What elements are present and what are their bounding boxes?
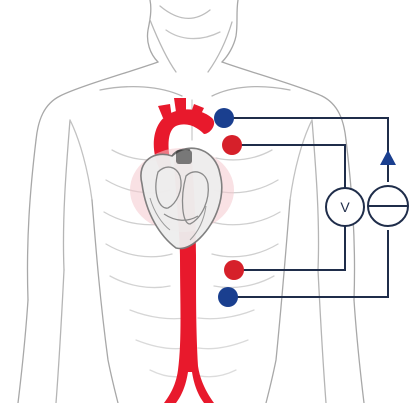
aorta (154, 98, 214, 403)
current-direction-arrow (380, 150, 396, 165)
voltmeter-symbol: V (326, 188, 364, 226)
voltmeter-label: V (340, 199, 350, 215)
heart-sketch (130, 148, 234, 249)
wire-blue-top (224, 118, 388, 182)
wire-blue-bottom (228, 230, 388, 297)
electrode-red-top (222, 135, 242, 155)
electrode-red-bottom (224, 260, 244, 280)
wire-red-bottom (234, 226, 345, 270)
wire-red-top (232, 145, 345, 188)
current-source-symbol (368, 186, 408, 226)
electrode-blue-bottom (218, 287, 238, 307)
electrode-blue-top (214, 108, 234, 128)
